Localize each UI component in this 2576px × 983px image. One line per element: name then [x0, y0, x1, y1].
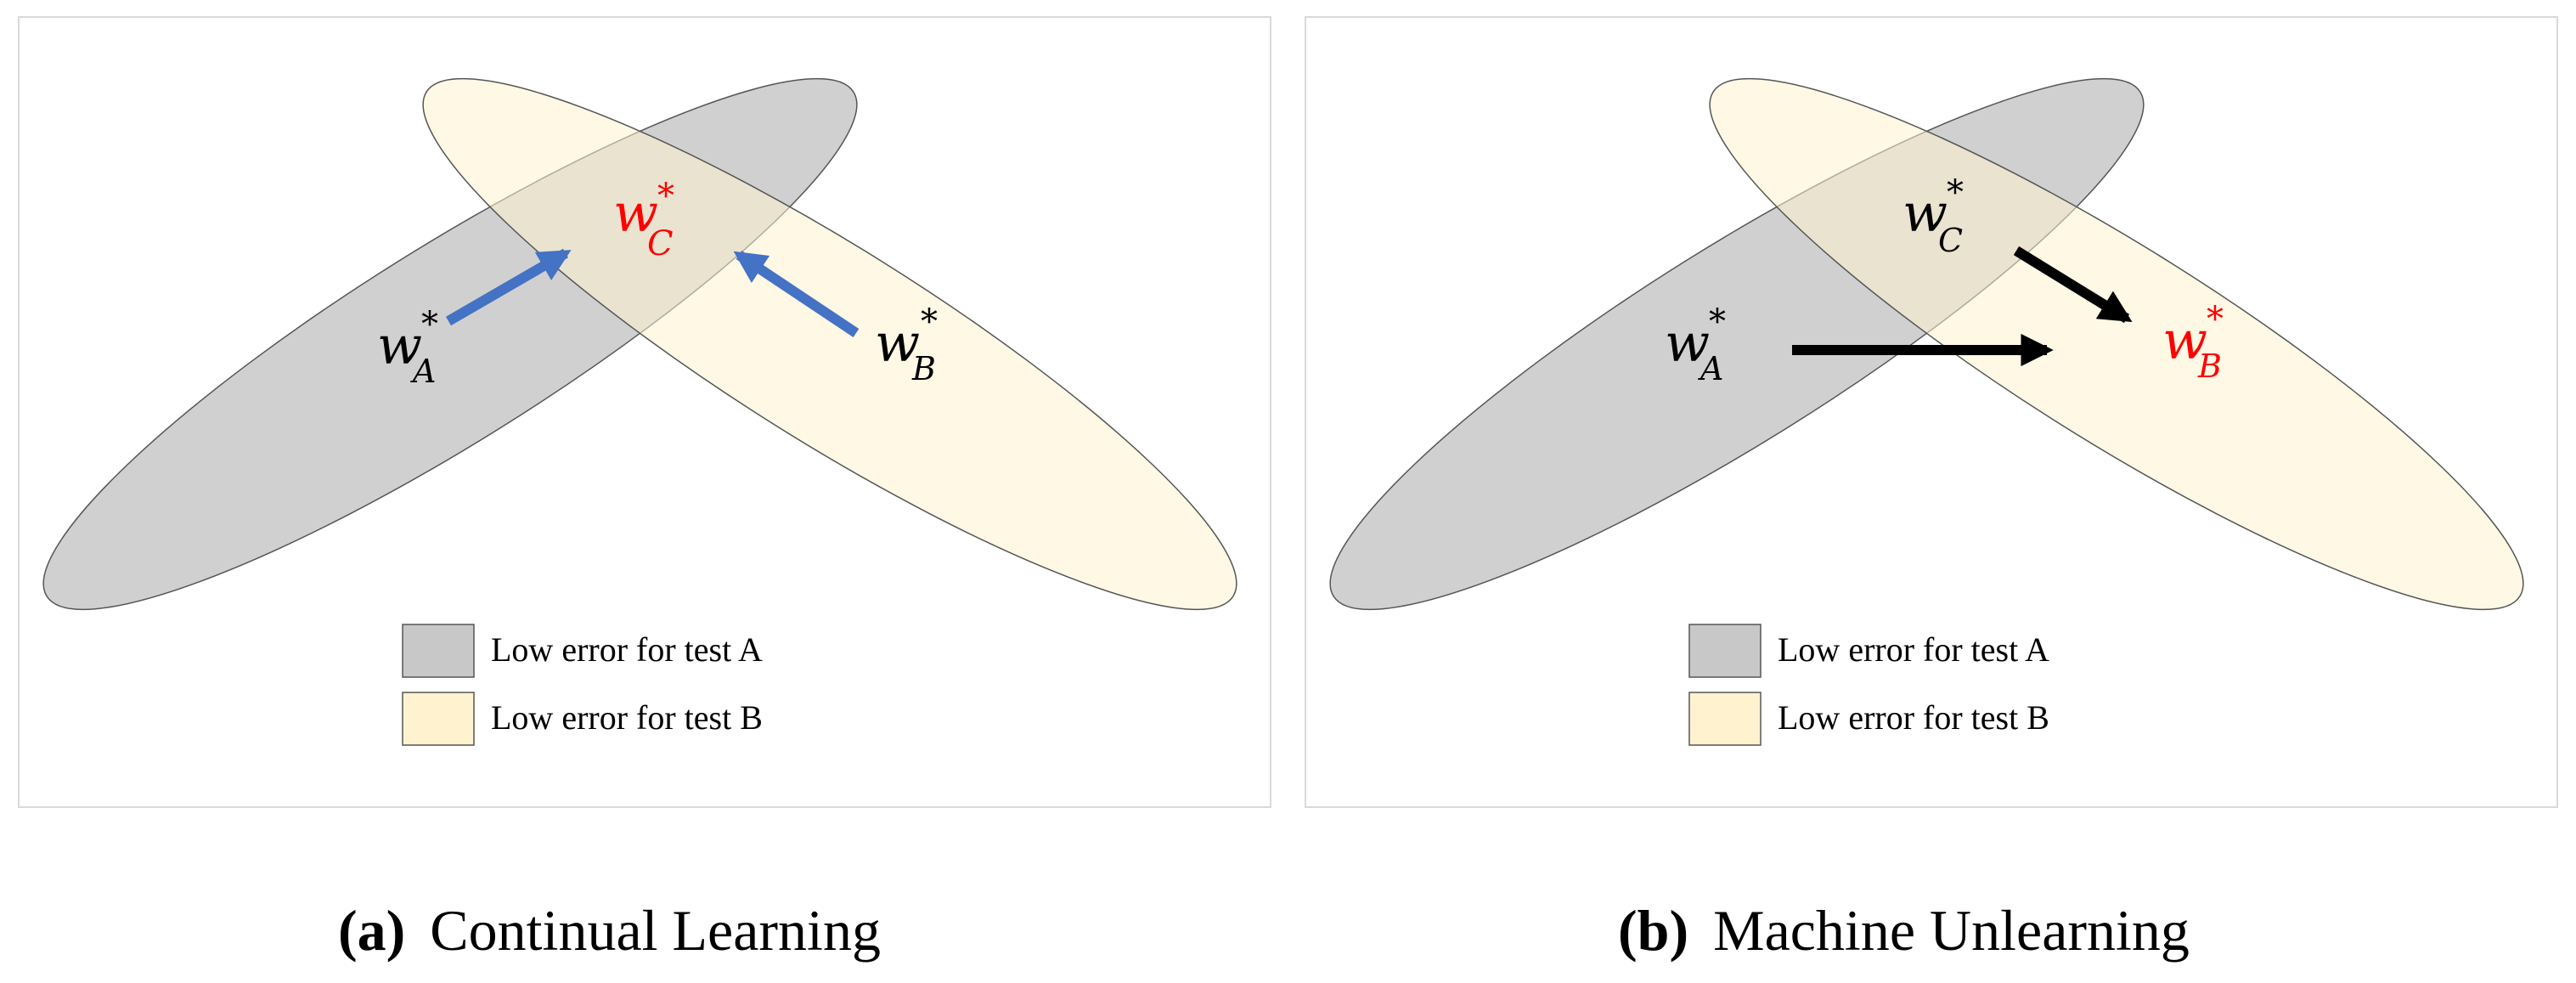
wa-sub: A [1698, 350, 1723, 387]
legend-b-label: Low error for test B [491, 698, 763, 737]
wa-base: w [377, 314, 422, 376]
panel-b: w C * w A * w B * Low error for test A L… [1305, 16, 2558, 963]
wc-sub: C [647, 224, 674, 263]
caption-b: (b) Machine Unlearning [1618, 898, 2190, 963]
caption-b-letter: (b) [1618, 898, 1688, 963]
legend-a-swatch [1688, 624, 1761, 678]
wa-base: w [1665, 312, 1710, 374]
wc-sup: * [1947, 173, 1964, 212]
arrow-wb-to-wc [733, 251, 860, 337]
legend-a-swatch [402, 624, 475, 678]
legend-b-swatch [1688, 692, 1761, 746]
wc-sup: * [657, 177, 674, 216]
wb-sub: B [911, 350, 936, 387]
legend-b-label: Low error for test B [1778, 698, 2049, 737]
wa-sup: * [421, 305, 438, 344]
region-b-ellipse [1709, 77, 2524, 611]
arrow-wc-to-wb [2013, 246, 2133, 324]
wb-sup: * [921, 302, 938, 342]
caption-b-text: Machine Unlearning [1713, 898, 2190, 963]
wb-sup: * [2207, 300, 2224, 339]
wb-base: w [875, 312, 920, 374]
wa-sub: A [410, 353, 436, 390]
panel-a: w C * w A * w B * Low error for test A L… [18, 16, 1271, 963]
arrow-wa-to-wc [445, 248, 572, 326]
label-wc: w C * [613, 177, 674, 263]
label-wc: w C * [1902, 173, 1964, 259]
legend-a-label: Low error for test A [491, 630, 763, 669]
wb-base: w [2162, 309, 2207, 371]
wb-sub: B [2197, 347, 2222, 385]
caption-a-letter: (a) [338, 898, 405, 963]
wc-sub: C [1938, 222, 1963, 259]
caption-a-text: Continual Learning [430, 898, 881, 963]
label-wa: w A * [1665, 302, 1726, 387]
legend-b-swatch [402, 692, 475, 746]
wa-sup: * [1709, 302, 1726, 342]
caption-a: (a) Continual Learning [338, 898, 881, 963]
label-wb: w B * [2162, 300, 2224, 385]
label-wb: w B * [875, 302, 938, 387]
region-b-ellipse [422, 77, 1237, 611]
wc-base: w [1902, 182, 1948, 244]
wc-base: w [613, 182, 658, 244]
label-wa: w A * [377, 305, 438, 390]
legend-a-label: Low error for test A [1778, 630, 2049, 669]
